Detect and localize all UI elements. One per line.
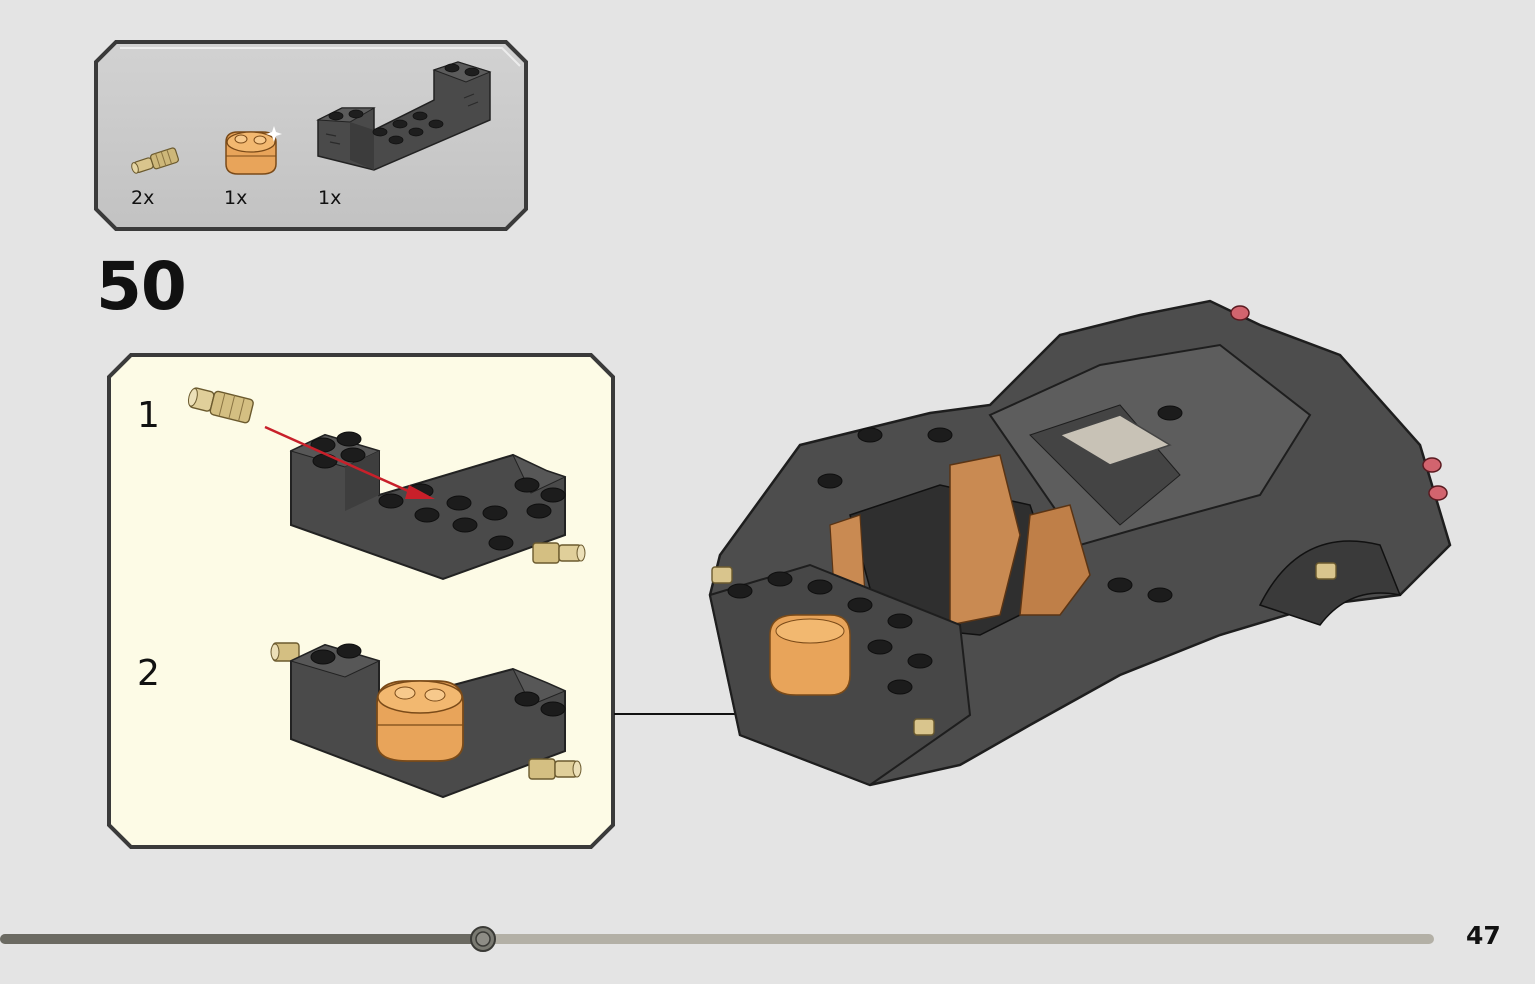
substep-2-illustration — [270, 642, 582, 799]
progress-bar — [0, 926, 1434, 952]
step-number: 50 — [96, 248, 187, 325]
dark-gray-brick-bracket-icon — [316, 61, 492, 171]
substep-box: 1 2 — [107, 353, 615, 849]
parts-list-box: 2x 1x 1x — [94, 40, 528, 231]
car-model-illustration — [708, 299, 1452, 787]
substep-label: 2 — [137, 653, 160, 694]
substep-label: 1 — [137, 395, 160, 436]
orange-round-plate-icon — [225, 126, 282, 175]
progress-fill — [0, 934, 483, 944]
tan-axle-pin-icon — [131, 147, 180, 174]
substep-1-illustration — [187, 387, 586, 581]
part-quantity: 2x — [131, 187, 155, 209]
progress-knob — [470, 926, 496, 952]
part-quantity: 1x — [318, 187, 342, 209]
page-number: 47 — [1466, 921, 1501, 950]
part-quantity: 1x — [224, 187, 248, 209]
parts-list-frame — [94, 40, 528, 231]
